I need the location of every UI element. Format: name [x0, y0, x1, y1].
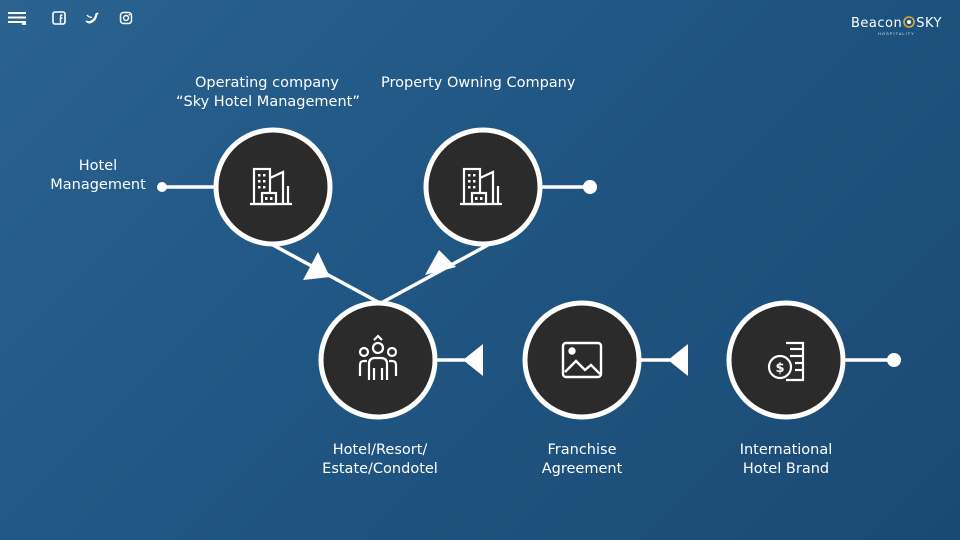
brand-name-right: Sky: [916, 16, 942, 31]
node-international-hotel-brand: $: [726, 300, 846, 420]
image-icon: [561, 341, 603, 379]
label-hotel-resort-line1: Hotel/Resort/: [332, 442, 428, 458]
brand-tagline: HOSPITALITY: [878, 31, 915, 36]
label-hotel-resort: Hotel/Resort/ Estate/Condotel: [305, 441, 455, 479]
logo-icon: [903, 16, 916, 28]
group-icon: [358, 334, 398, 380]
arrow-brand-to-franchise: [668, 344, 688, 376]
label-operating-company: Operating company: [195, 75, 339, 91]
node-hotel-resort: [318, 300, 438, 420]
arrow-operating-to-hotel: [303, 252, 330, 280]
top-bar: Beacon Sky HOSPITALITY: [0, 0, 960, 40]
label-franchise-agreement: Franchise Agreement: [517, 441, 647, 479]
instagram-icon[interactable]: [117, 9, 135, 27]
label-hotel-management-line2: Management: [50, 177, 146, 193]
arrow-property-to-hotel: [425, 250, 456, 275]
building-icon: [250, 167, 292, 206]
label-international-line2: Hotel Brand: [742, 461, 830, 477]
label-franchise-line2: Agreement: [541, 461, 623, 477]
label-franchise-line1: Franchise: [547, 442, 617, 458]
building-icon: [460, 167, 502, 206]
brand-name-left: Beacon: [851, 16, 903, 31]
twitter-icon[interactable]: [83, 9, 101, 27]
coins-icon: $: [767, 341, 805, 382]
property-to-hotel-line: [382, 243, 489, 304]
label-hotel-management-line1: Hotel: [78, 158, 118, 174]
facebook-icon[interactable]: [50, 9, 68, 27]
svg-text:$: $: [775, 361, 784, 376]
brand-end-dot: [887, 353, 901, 367]
label-international-hotel-brand: International Hotel Brand: [716, 441, 856, 479]
label-international-line1: International: [739, 442, 833, 458]
label-sky-hotel-management: “Sky Hotel Management”: [176, 94, 360, 110]
hotel-management-dot: [157, 182, 167, 192]
label-hotel-resort-line2: Estate/Condotel: [322, 461, 438, 477]
property-end-dot: [583, 180, 597, 194]
node-operating-company: [213, 127, 333, 247]
brand-logo: Beacon Sky HOSPITALITY: [851, 16, 942, 37]
node-franchise-agreement: [522, 300, 642, 420]
arrow-franchise-to-hotel: [463, 344, 483, 376]
menu-icon[interactable]: [8, 9, 26, 27]
label-hotel-management: Hotel Management: [40, 157, 156, 195]
label-property-owning-company: Property Owning Company: [381, 75, 576, 91]
node-property-owning-company: [423, 127, 543, 247]
